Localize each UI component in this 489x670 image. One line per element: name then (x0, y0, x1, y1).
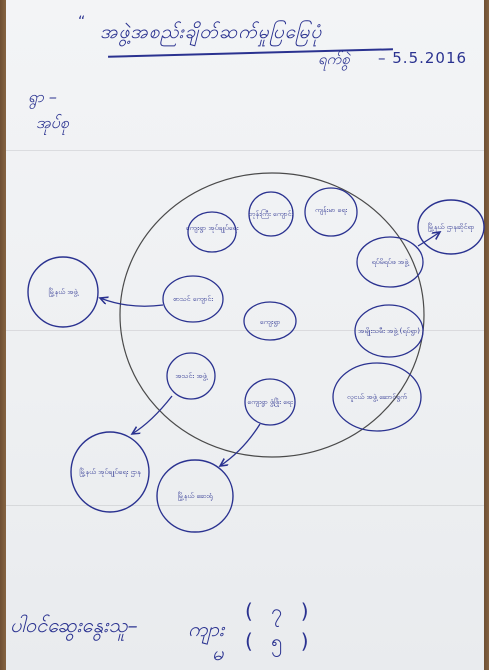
inner-bubble-2: ဘုန်းကြီး ကျောင်း (248, 191, 294, 237)
bubble-label: လူငယ် အဖွဲ့ ဆောင်ရွက် (347, 393, 408, 402)
center-label: ကျေးရွာ (260, 318, 281, 327)
bubble-label: မြို့နယ် အဖွဲ့ (48, 287, 79, 297)
bubble-label: အသင်း အဖွဲ့ (175, 372, 208, 381)
paper-fold-line (6, 150, 484, 151)
male-count: ( ၇ ) (245, 599, 315, 623)
arrow-to-outer-4 (220, 423, 261, 466)
inner-bubble-8: အသင်း အဖွဲ့ (166, 352, 216, 400)
date-value: – 5.5.2016 (378, 49, 468, 67)
village-line: ရွာ – (28, 87, 57, 106)
outer-bubble-3: မြို့နယ် အုပ်ချုပ်ရေး ဌာန (70, 431, 150, 513)
inner-bubble-1: ကျေးရွာ အုပ်ချုပ်ရေး (186, 211, 239, 253)
village-boundary-circle (119, 172, 425, 458)
female-count: ( ၅ ) (245, 629, 315, 653)
paper-fold-line (6, 505, 484, 506)
bubble-label: အမျိုးသမီး အဖွဲ့ (ရပ်ရွာ) (358, 327, 420, 336)
bubble-label: ကျန်းမာ ရေး (315, 206, 347, 215)
bubble-label: မြို့နယ် ဆေးရုံ (178, 491, 213, 501)
group-line: အုပ်စု (36, 113, 69, 132)
inner-bubble-6: အမျိုးသမီး အဖွဲ့ (ရပ်ရွာ) (354, 304, 424, 358)
male-label: ကျား (188, 617, 225, 641)
bubble-label: စာသင် ကျောင်း (173, 295, 213, 304)
sheet-title: အဖွဲ့အစည်းချိတ်ဆက်မှုပြမြေပုံ (100, 21, 323, 43)
inner-bubble-5: စာသင် ကျောင်း (162, 275, 224, 323)
bubble-label: ဘုန်းကြီး ကျောင်း (249, 209, 294, 219)
inner-bubble-7: လူငယ် အဖွဲ့ ဆောင်ရွက် (332, 362, 422, 432)
bubble-label: ကျေးရွာ အုပ်ချုပ်ရေး (186, 224, 239, 233)
arrow-to-outer-2 (417, 232, 440, 247)
quote-mark: “ (78, 14, 86, 30)
inner-bubble-3: ကျန်းမာ ရေး (304, 187, 358, 237)
inner-bubble-9: ကျေးရွာ ဖွံ့ဖြိုး ရေး (244, 378, 296, 426)
flipchart-paper (6, 0, 484, 670)
outer-bubble-2: မြို့နယ် ဌာနဆိုင်ရာ (417, 199, 485, 255)
female-label: မ (212, 641, 224, 665)
arrow-to-outer-3 (132, 395, 173, 434)
outer-bubble-4: မြို့နယ် ဆေးရုံ (156, 459, 234, 533)
participants-label: ပါဝင်ဆွေးနွေးသူ– (10, 613, 138, 637)
date-label: ရက်စွဲ (318, 50, 350, 68)
arrow-to-outer-1 (100, 298, 164, 307)
center-bubble: ကျေးရွာ (243, 301, 297, 341)
bubble-label: ကျေးရွာ ဖွံ့ဖြိုး ရေး (247, 397, 293, 407)
paper-fold-line (6, 330, 484, 331)
bubble-label: ရပ်မိရပ်ဖ အဖွဲ့ (372, 258, 410, 267)
outer-bubble-1: မြို့နယ် အဖွဲ့ (27, 256, 99, 328)
inner-bubble-4: ရပ်မိရပ်ဖ အဖွဲ့ (356, 236, 424, 288)
bubble-label: မြို့နယ် ဌာနဆိုင်ရာ (428, 222, 475, 232)
bubble-label: မြို့နယ် အုပ်ချုပ်ရေး ဌာန (79, 467, 141, 477)
